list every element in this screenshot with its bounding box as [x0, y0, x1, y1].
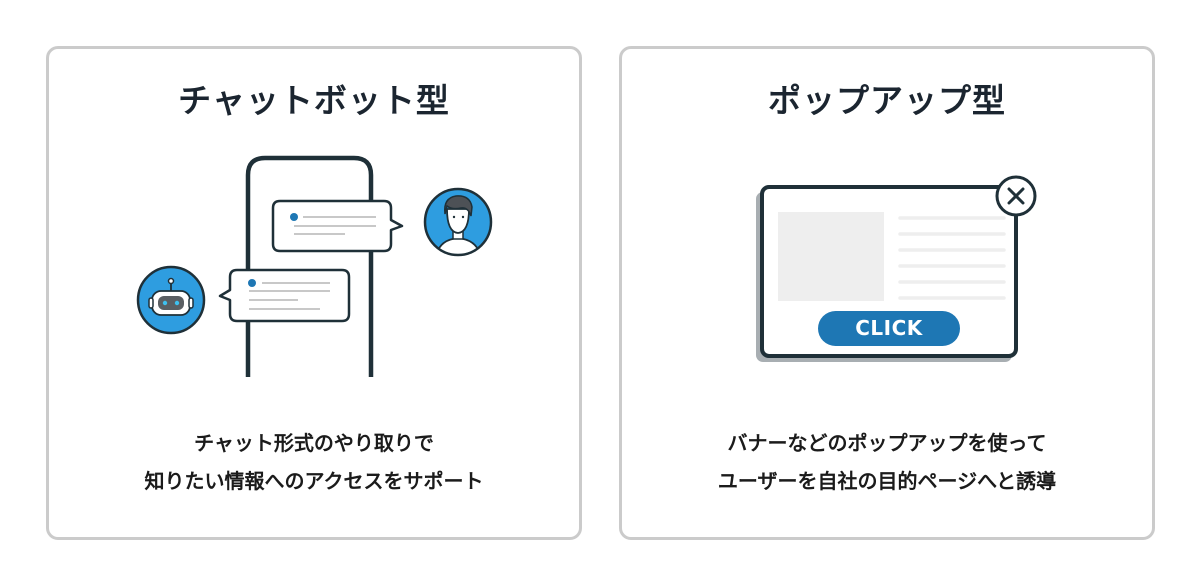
card-description: バナーなどのポップアップを使って ユーザーを自社の目的ページへと誘導: [622, 424, 1152, 500]
robot-avatar-icon: [136, 265, 206, 335]
chat-bubble-bot: [218, 268, 351, 323]
description-line: チャット形式のやり取りで: [194, 431, 434, 455]
card-description: チャット形式のやり取りで 知りたい情報へのアクセスをサポート: [49, 424, 579, 500]
description-line: バナーなどのポップアップを使って: [727, 431, 1047, 455]
text-lines-placeholder: [898, 216, 1006, 300]
click-button-label[interactable]: CLICK: [855, 316, 923, 340]
popup-card: ポップアップ型: [619, 46, 1155, 540]
card-title: チャットボット型: [178, 81, 450, 120]
click-button: [818, 311, 960, 346]
card-title: ポップアップ型: [768, 81, 1006, 120]
popup-illustration: [756, 175, 1037, 362]
image-placeholder: [778, 212, 884, 301]
phone-frame-icon: [245, 155, 374, 377]
description-line: 知りたい情報へのアクセスをサポート: [144, 469, 484, 493]
chatbot-card: チャットボット型: [46, 46, 582, 540]
user-avatar-icon: [423, 187, 493, 257]
chatbot-illustration: [136, 155, 493, 377]
description-line: ユーザーを自社の目的ページへと誘導: [717, 469, 1057, 493]
chat-bubble-user: [271, 199, 404, 253]
close-icon: [995, 175, 1037, 217]
